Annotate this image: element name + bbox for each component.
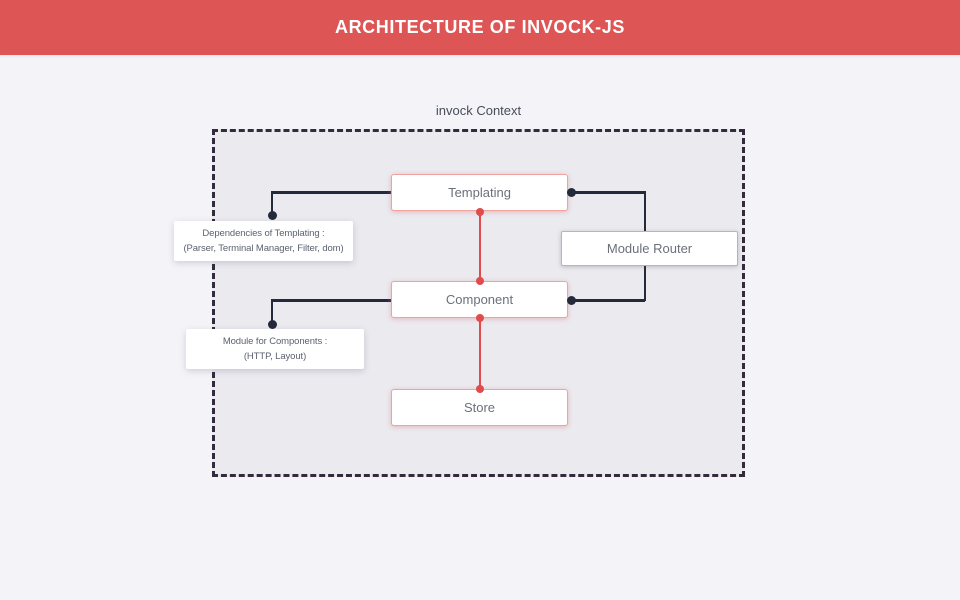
connector-templating-router-h xyxy=(568,191,645,194)
context-label: invock Context xyxy=(435,103,522,118)
connector-templating-component xyxy=(478,211,481,281)
node-module-router: Module Router xyxy=(561,231,738,266)
header-bar: ARCHITECTURE OF INVOCK-JS xyxy=(0,0,960,55)
note-templating-deps: Dependencies of Templating : (Parser, Te… xyxy=(174,221,353,261)
connector-component-mods-v xyxy=(270,299,273,325)
note-component-modules-detail: (HTTP, Layout) xyxy=(243,351,307,362)
connector-templating-deps-h xyxy=(272,191,391,194)
connector-component-mods-h xyxy=(272,299,391,302)
connector-dot-component-right xyxy=(566,295,576,305)
note-templating-deps-title: Dependencies of Templating : xyxy=(202,228,325,239)
page-title: ARCHITECTURE OF INVOCK-JS xyxy=(334,17,625,37)
note-component-modules-title: Module for Components : xyxy=(222,336,328,347)
node-store: Store xyxy=(391,389,568,426)
connector-dot-mods xyxy=(267,319,277,329)
node-component: Component xyxy=(391,281,568,318)
connector-dot-templating-right xyxy=(566,187,576,197)
node-templating-label: Templating xyxy=(448,185,511,200)
note-templating-deps-detail: (Parser, Terminal Manager, Filter, dom) xyxy=(183,243,344,254)
connector-dot-templating-bottom xyxy=(475,207,484,216)
connector-dot-component-bottom xyxy=(475,314,484,322)
node-store-label: Store xyxy=(463,400,496,415)
connector-dot-store-top xyxy=(475,385,484,393)
connector-dot-deps xyxy=(267,210,277,220)
connector-dot-component-top xyxy=(475,277,484,285)
connector-component-router-h xyxy=(568,299,645,302)
node-component-label: Component xyxy=(445,292,514,307)
node-module-router-label: Module Router xyxy=(606,241,693,256)
node-templating: Templating xyxy=(391,174,568,211)
note-component-modules: Module for Components : (HTTP, Layout) xyxy=(186,329,364,369)
connector-component-store xyxy=(478,318,481,389)
connector-templating-deps-v xyxy=(270,191,273,216)
